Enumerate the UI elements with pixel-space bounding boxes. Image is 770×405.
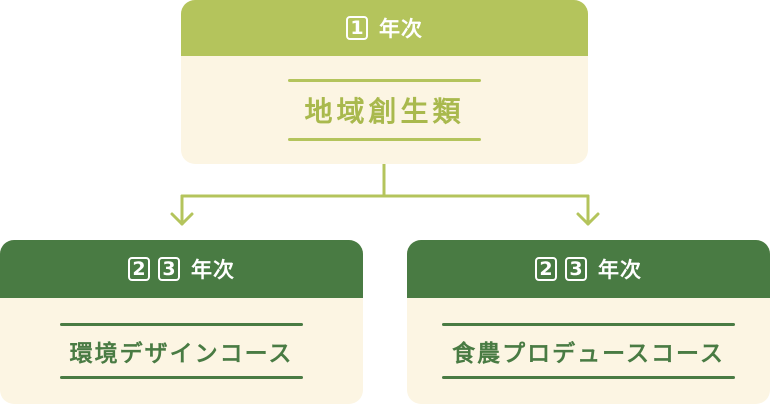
year-number-box: 3 — [158, 257, 180, 281]
upper-year-header: 2 3 年次 — [407, 240, 770, 298]
first-year-header: 1 年次 — [181, 0, 588, 56]
food-agriculture-card: 2 3 年次 食農プロデュースコース — [407, 240, 770, 404]
year-number-box: 2 — [535, 257, 557, 281]
first-year-body: 地域創生類 — [181, 56, 588, 164]
course-name-environment-design: 環境デザインコース — [59, 323, 304, 379]
course-name-food-agriculture: 食農プロデュースコース — [442, 323, 735, 379]
year-number-box: 1 — [346, 16, 368, 40]
arrow-down-icon — [170, 212, 194, 226]
environment-design-card: 2 3 年次 環境デザインコース — [0, 240, 363, 404]
year-label: 年次 — [598, 258, 642, 282]
year-number-box: 2 — [128, 257, 150, 281]
arrow-down-icon — [576, 212, 600, 226]
year-label: 年次 — [191, 258, 235, 282]
course-name-first-year: 地域創生類 — [288, 79, 481, 141]
environment-design-body: 環境デザインコース — [0, 298, 363, 404]
year-label: 年次 — [379, 17, 423, 41]
first-year-card: 1 年次 地域創生類 — [181, 0, 588, 164]
food-agriculture-body: 食農プロデュースコース — [407, 298, 770, 404]
upper-year-header: 2 3 年次 — [0, 240, 363, 298]
year-number-box: 3 — [565, 257, 587, 281]
